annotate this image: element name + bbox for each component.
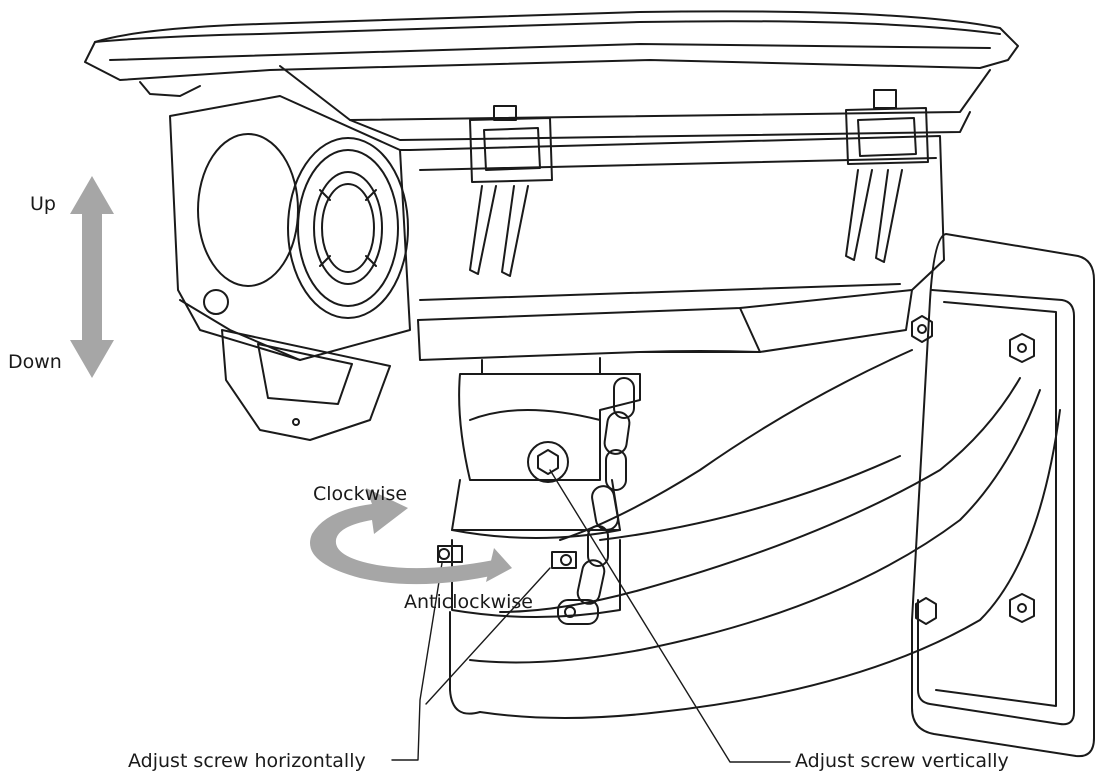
clockwise-label: Clockwise — [313, 483, 408, 505]
adjust-screw-horizontally-label: Adjust screw horizontally — [128, 750, 366, 772]
sunshield-mount-left — [469, 105, 553, 277]
sunshield — [84, 10, 1019, 141]
anticlockwise-label: Anticlockwise — [404, 591, 533, 613]
leader-lines — [391, 469, 791, 763]
safety-chain — [557, 377, 635, 625]
adjust-screw-vertically-label: Adjust screw vertically — [795, 750, 1009, 772]
camera-housing — [169, 95, 945, 361]
up-down-arrow — [70, 176, 114, 378]
camera-lens — [287, 137, 409, 319]
wall-mount-plate — [911, 233, 1095, 758]
sunshield-mount-right — [845, 89, 929, 263]
pan-tilt-joint — [451, 357, 641, 618]
rotation-arrow — [310, 488, 512, 585]
front-window — [197, 133, 299, 287]
horizontal-adjust-screws — [437, 545, 577, 569]
down-label: Down — [8, 351, 62, 373]
bracket-arm — [449, 349, 1061, 719]
ir-panel — [221, 329, 391, 441]
bracket-bottom-bolt — [915, 597, 937, 625]
up-label: Up — [30, 193, 56, 215]
vertical-adjust-screw — [527, 441, 569, 483]
plate-bolts — [911, 315, 1035, 623]
